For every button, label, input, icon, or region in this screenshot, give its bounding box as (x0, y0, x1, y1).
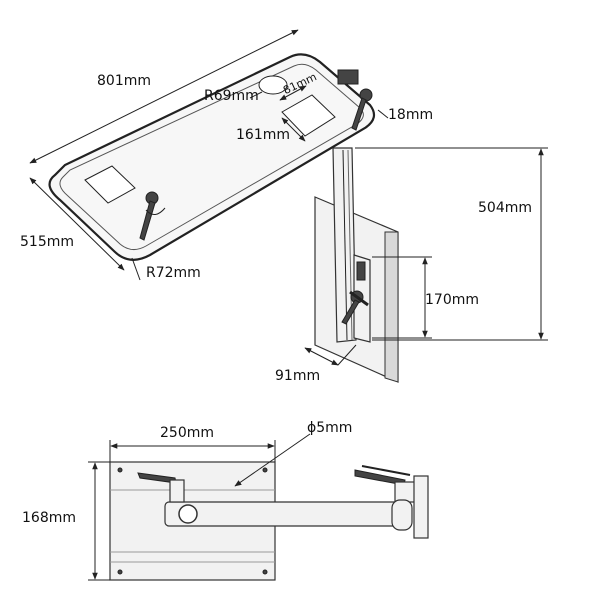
window-length-label: 161mm (236, 127, 290, 143)
end-bracket (413, 475, 429, 539)
edge-thickness-label: 18mm (388, 107, 433, 123)
plate-width-label: 250mm (160, 425, 214, 441)
corner-radius-label: R72mm (146, 265, 201, 281)
bracket-height-label: 170mm (425, 292, 479, 308)
wall-plate-edge (384, 231, 399, 383)
clamp-handle-icon (341, 290, 369, 325)
arm-pivot (178, 504, 198, 524)
front-view: 250mm ϕ5mm 168mm (22, 420, 429, 581)
isometric-view: 801mm R69mm 81mm 161mm 18mm 504mm 515mm … (20, 29, 548, 384)
bracket-slot (356, 261, 366, 281)
length-label: 801mm (97, 73, 151, 89)
arm (164, 501, 411, 527)
clamp-handle-icon (354, 465, 429, 539)
hole-diameter-label: ϕ5mm (307, 420, 352, 436)
clamp-handle-icon (139, 191, 166, 241)
hole-radius-label: R69mm (204, 88, 259, 104)
bracket-depth-label: 91mm (275, 368, 320, 384)
plate-height-label: 168mm (22, 510, 76, 526)
clamp-handle-icon (137, 472, 185, 503)
width-label: 515mm (20, 234, 74, 250)
pole-height-label: 504mm (478, 200, 532, 216)
clamp-handle-icon (337, 69, 373, 131)
